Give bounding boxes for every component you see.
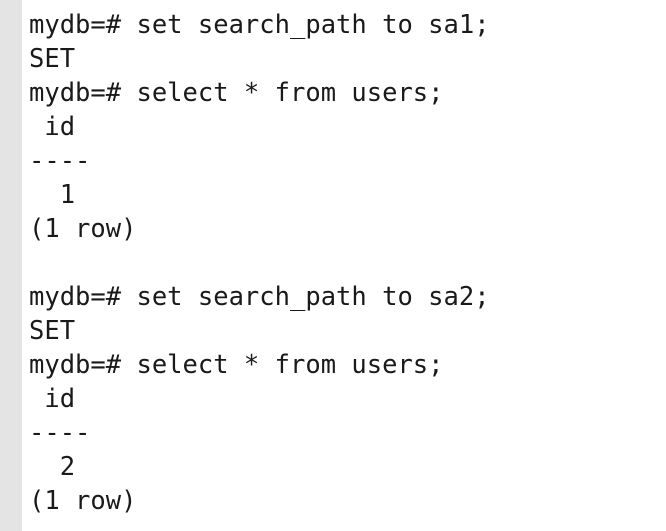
left-gutter	[0, 0, 22, 531]
terminal-line: id	[29, 112, 76, 142]
terminal-line: SET	[29, 316, 76, 346]
terminal-line: (1 row)	[29, 486, 137, 516]
terminal-line	[29, 246, 666, 280]
psql-terminal-output[interactable]: mydb=# set search_path to sa1; SET mydb=# …	[22, 0, 666, 531]
terminal-line: mydb=# select * from users;	[29, 350, 444, 380]
terminal-line: id	[29, 384, 76, 414]
terminal-line: 1	[29, 180, 76, 210]
terminal-line: (1 row)	[29, 214, 137, 244]
terminal-line: ----	[29, 418, 91, 448]
terminal-line: ----	[29, 146, 91, 176]
terminal-line: mydb=# set search_path to sa2;	[29, 282, 490, 312]
terminal-line: mydb=# set search_path to sa1;	[29, 10, 490, 40]
terminal-line: 2	[29, 452, 76, 482]
terminal-line: SET	[29, 44, 76, 74]
terminal-line: mydb=# select * from users;	[29, 78, 444, 108]
